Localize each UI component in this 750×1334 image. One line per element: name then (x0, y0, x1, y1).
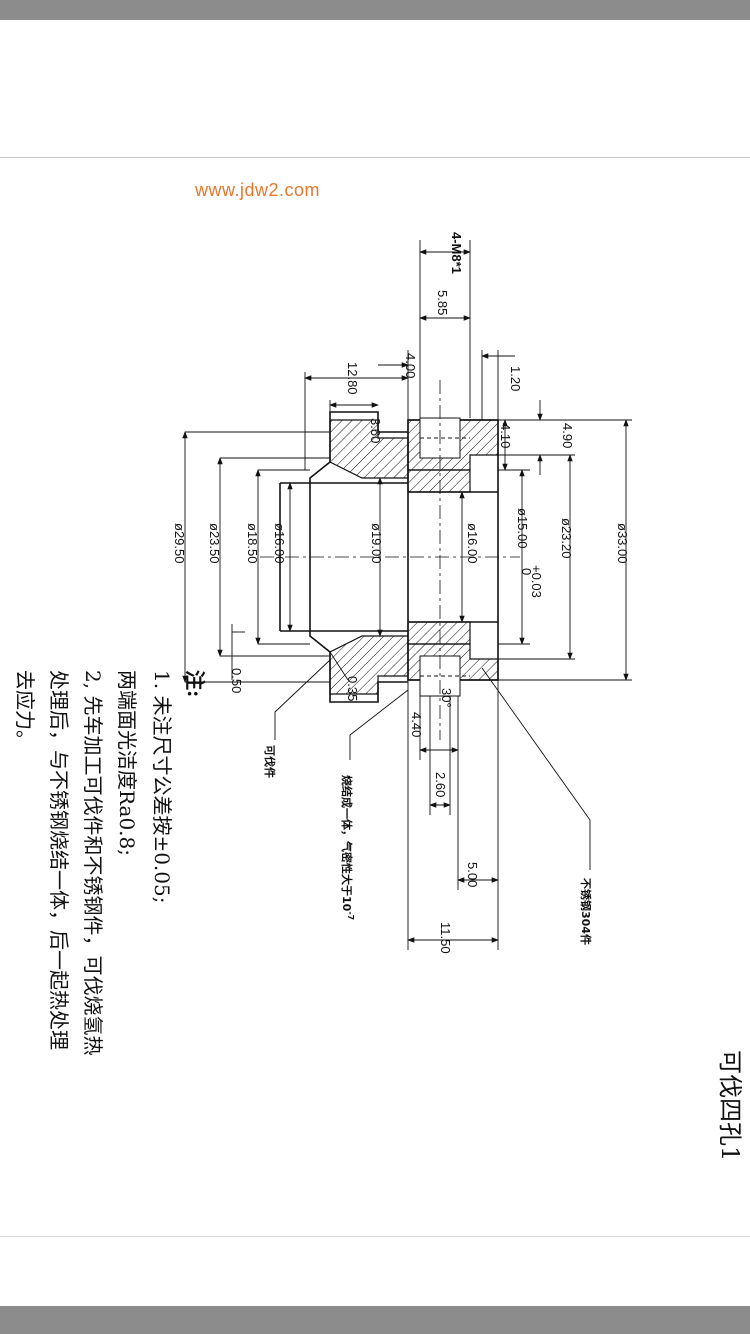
part-labels: 可伐件 烧结成一体，气密性大于10-7 不锈钢304件 (263, 745, 593, 945)
dim-tol-lower: 0 (519, 568, 534, 575)
dim-phi-23-50: ø23.50 (207, 523, 222, 563)
dim-5-00: 5.00 (465, 862, 480, 887)
notes-line-2: 两端面光洁度Ra0.8; (115, 670, 139, 856)
dim-4-90: 4.90 (560, 423, 575, 448)
label-ss304: 不锈钢304件 (579, 878, 593, 945)
dim-tol-upper: +0.03 (529, 565, 544, 598)
watermark: www.jdw2.com (195, 180, 321, 200)
top-divider (0, 157, 750, 158)
notes-line-3: 2, 先车加工可伐件和不锈钢件，可伐烧氢热 (81, 670, 105, 1055)
dim-phi-16-00-left: ø16.00 (272, 523, 287, 563)
bottom-divider (0, 1236, 750, 1237)
dim-0-50: 0.50 (229, 668, 244, 693)
dim-2-60: 2.60 (433, 772, 448, 797)
dim-phi-15-00: ø15.00 (515, 508, 530, 548)
top-bar (0, 0, 750, 20)
label-kovar: 可伐件 (263, 745, 277, 778)
dim-4-40: 4.40 (409, 712, 424, 737)
dim-1-20: 1.20 (508, 366, 523, 391)
bottom-bar (0, 1306, 750, 1334)
notes-heading: 注: (183, 670, 207, 697)
dim-3-60: 3.60 (368, 418, 383, 443)
dim-phi-33-00: ø33.00 (615, 523, 630, 563)
center-lines (260, 380, 520, 740)
notes: 注: 1. 未注尺寸公差按±0.05; 两端面光洁度Ra0.8; 2, 先车加工… (13, 670, 207, 1055)
dim-12-80: 12.80 (345, 362, 360, 395)
dim-11-50: 11.50 (438, 922, 453, 954)
drawing-title: 可伐四孔1 (716, 1050, 744, 1161)
dimension-lines (182, 240, 632, 950)
dim-4-00: 4.00 (403, 353, 418, 378)
dim-phi-23-20: ø23.20 (559, 518, 574, 558)
dim-0-35: 0.35 (345, 676, 360, 701)
dim-thread: 4-M8*1 (449, 232, 464, 274)
dim-phi-16-00-right: ø16.00 (465, 523, 480, 563)
dim-5-85: 5.85 (435, 290, 450, 315)
dim-4-10: 4.10 (498, 423, 513, 448)
notes-line-1: 1. 未注尺寸公差按±0.05; (150, 670, 174, 903)
dim-phi-18-50: ø18.50 (245, 523, 260, 563)
label-sinter-exp: -7 (346, 911, 355, 920)
notes-line-4: 处理后，与不锈钢烧结一体，后一起热处理 (47, 670, 71, 1050)
label-sinter: 烧结成一体，气密性大于10-7 (340, 775, 355, 920)
notes-line-5: 去应力。 (13, 670, 37, 750)
dimension-texts: 4-M8*1 5.85 4.00 1.20 12.80 3.60 4.90 4.… (172, 232, 630, 954)
dim-phi-29-50: ø29.50 (172, 523, 187, 563)
dim-phi-19-00: ø19.00 (369, 523, 384, 563)
dim-angle: 30° (439, 688, 454, 708)
